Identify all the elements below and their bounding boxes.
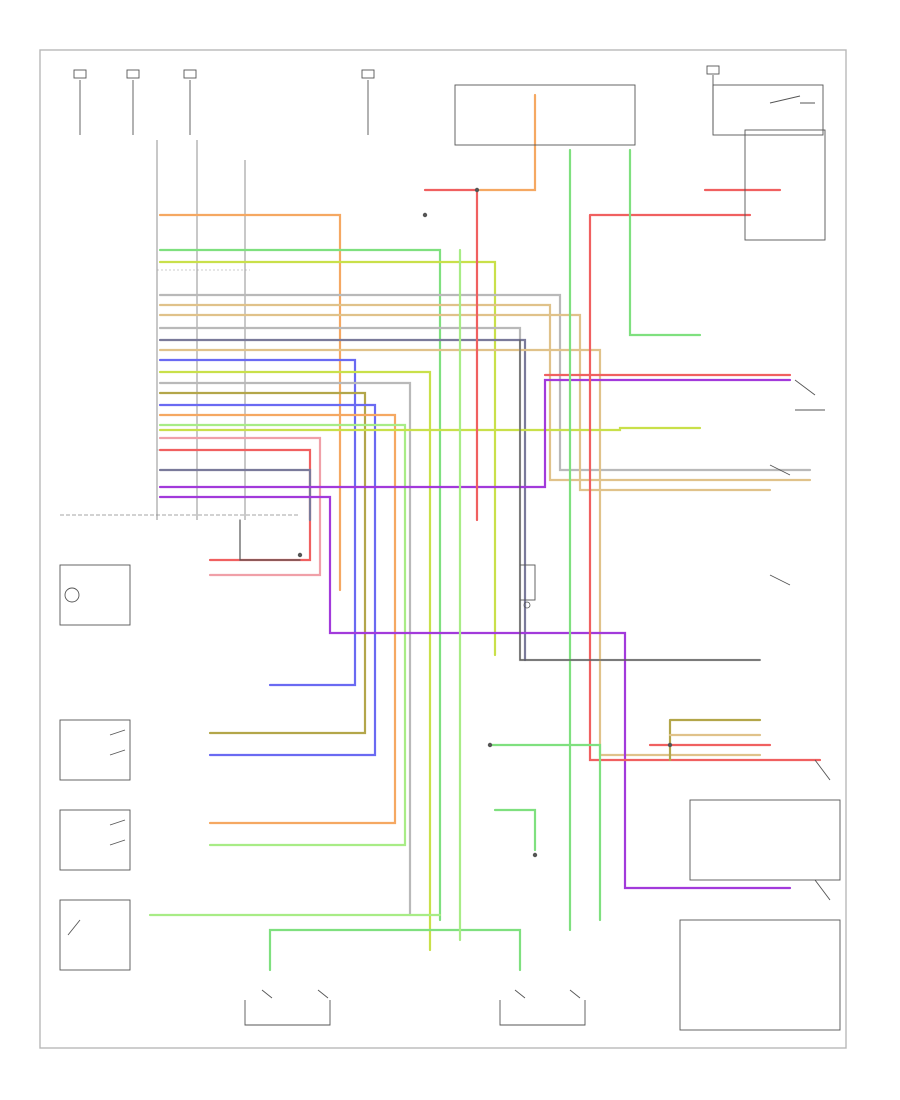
wire-black-1 — [519, 339, 761, 661]
wire-lightgreen-2 — [148, 248, 462, 942]
wire-tan-2 — [158, 313, 772, 492]
wire-red-right — [588, 213, 822, 762]
wire-tan-3 — [158, 348, 762, 757]
wire-green-sw — [268, 928, 522, 972]
wire-red-main — [423, 188, 479, 522]
wire-black-2 — [239, 519, 301, 561]
wire-gray-3 — [158, 381, 412, 917]
wire-purple-2 — [158, 495, 792, 890]
switch-lever-3 — [67, 919, 81, 936]
wire-blue-2 — [158, 403, 377, 757]
module-right — [744, 129, 826, 241]
module-lower-right — [689, 799, 841, 881]
wire-green-mid — [493, 808, 537, 852]
wire-tan-1 — [158, 303, 812, 482]
wire-yellowgreen-3 — [158, 426, 702, 432]
wire-pink-1 — [158, 436, 322, 577]
splice-2 — [474, 187, 480, 193]
switch-right-1 — [794, 379, 825, 411]
ground-symbol-center — [523, 601, 531, 609]
fuse-3 — [183, 69, 197, 79]
switch-group-3 — [59, 809, 131, 871]
wire-orange-top — [478, 93, 537, 192]
switch-right-3 — [769, 574, 791, 586]
relay-box-top — [454, 84, 636, 146]
wire-darkgray-2 — [158, 468, 312, 522]
wire-olive-1 — [158, 391, 367, 735]
lamp-symbol — [64, 587, 80, 603]
actuator-right-front — [499, 989, 586, 1026]
splice-4 — [487, 742, 493, 748]
relay-box-right — [712, 84, 824, 136]
splice-3 — [297, 552, 303, 558]
wire-red-1 — [158, 448, 312, 562]
switch-group-2 — [59, 719, 131, 781]
switch-right-2 — [769, 464, 791, 476]
wire-green-right-2 — [628, 148, 702, 337]
switch-right-4 — [814, 759, 831, 781]
diagram-frame — [39, 49, 847, 1049]
wire-gray-1 — [158, 293, 812, 472]
wire-yellowgreen-1 — [158, 260, 497, 657]
fuse-5 — [706, 65, 720, 75]
actuator-left-front — [244, 989, 331, 1026]
wire-blue-1 — [158, 358, 357, 687]
wire-orange-2 — [158, 413, 397, 825]
splice-1 — [422, 212, 428, 218]
top-power-feeds — [73, 65, 720, 135]
fuse-4 — [361, 69, 375, 79]
switch-right-5 — [814, 879, 831, 901]
wire-orange-1 — [158, 213, 342, 592]
wire-runs — [148, 93, 822, 972]
splice-6 — [667, 742, 673, 748]
wire-lightgreen-1 — [158, 423, 407, 847]
main-connector-block — [60, 140, 300, 520]
wire-olive-right — [668, 718, 762, 762]
sensor-center — [519, 564, 536, 601]
switch-lever-1 — [109, 729, 126, 756]
fuse-2 — [126, 69, 140, 79]
splice-5 — [532, 852, 538, 858]
wire-green-1 — [158, 248, 442, 922]
fuse-1 — [73, 69, 87, 79]
wire-darkgray-1 — [158, 338, 527, 662]
switch-top-right — [769, 95, 815, 104]
components — [59, 84, 841, 1031]
wire-yellowgreen-2 — [158, 370, 432, 952]
module-bottom-right — [679, 919, 841, 1031]
wire-green-lower — [488, 743, 602, 922]
switch-group-1 — [59, 564, 131, 626]
switch-group-4 — [59, 899, 131, 971]
wire-purple-1 — [158, 378, 792, 489]
switch-lever-2 — [109, 819, 126, 846]
